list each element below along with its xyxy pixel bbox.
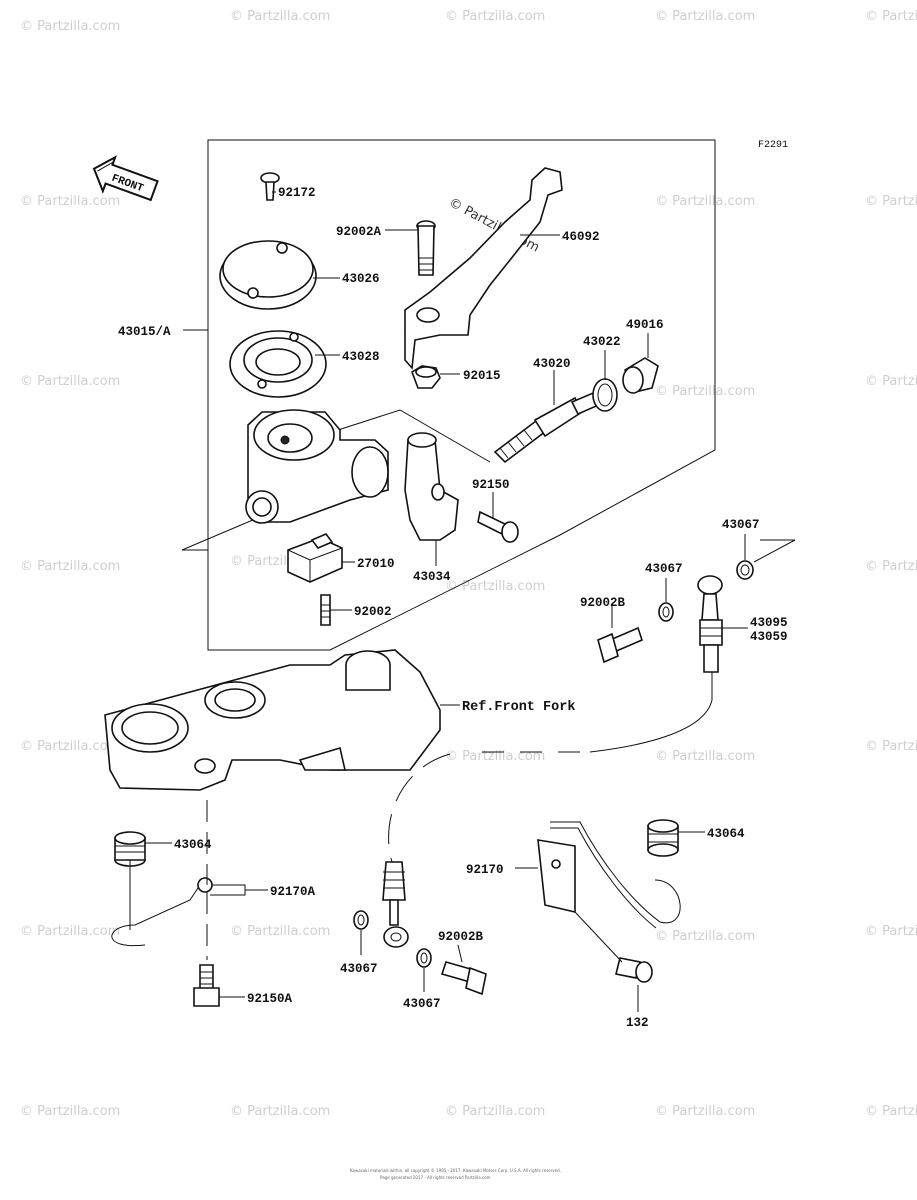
washer-43067: [416, 948, 432, 968]
pivot-bolt-92002A: [416, 220, 436, 276]
footer-copyright-2: Page generated 2017 - All rights reserve…: [380, 1175, 491, 1180]
part-label: 43067: [645, 562, 683, 576]
screw-92172: [260, 172, 280, 201]
part-label: 43067: [722, 518, 760, 532]
screw-92002: [320, 594, 331, 626]
bolt-92150A: [193, 964, 220, 1007]
bolt-132: [615, 957, 653, 983]
hose-bracket-92170: [537, 821, 681, 929]
watermark: © Partzilla.com: [655, 384, 755, 399]
watermark: © Partzilla.com: [865, 374, 917, 389]
part-label: 43095: [750, 616, 788, 630]
washer-43067: [658, 602, 674, 622]
banjo-bolt-92002B: [597, 626, 643, 664]
hose-clamp-92170A: [111, 877, 246, 947]
nut-92015: [411, 365, 441, 389]
watermark: © Partzilla.com: [20, 194, 120, 209]
part-label: 92015: [463, 369, 501, 383]
watermark: © Partzilla.com: [445, 579, 545, 594]
watermark-layer: © Partzilla.com © Partzilla.com © Partzi…: [20, 9, 917, 1119]
part-label: 43064: [174, 838, 212, 852]
part-label: 92170A: [270, 885, 316, 899]
part-label: 43026: [342, 272, 380, 286]
watermark: © Partzilla.com: [655, 929, 755, 944]
watermark: © Partzilla.com: [20, 739, 120, 754]
boot-49016: [622, 357, 659, 394]
reference-label: Ref.Front Fork: [462, 700, 575, 715]
grommet-43064: [114, 831, 146, 867]
watermark: © Partzilla.com: [20, 374, 120, 389]
watermark: © Partzilla.com: [20, 19, 120, 34]
clamp-43034: [404, 432, 459, 541]
watermark: © Partzilla.com: [445, 1104, 545, 1119]
part-label: 92002: [354, 605, 392, 619]
switch-27010: [287, 533, 343, 583]
master-cylinder-body: [245, 409, 389, 524]
part-label: 46092: [562, 230, 600, 244]
part-label: 43064: [707, 827, 745, 841]
part-label: 49016: [626, 318, 664, 332]
watermark: © Partzilla.com: [20, 1104, 120, 1119]
watermark: © Partzilla.com: [20, 924, 120, 939]
brake-hose-43059: [388, 575, 723, 863]
watermark: © Partzilla.com: [655, 1104, 755, 1119]
part-label: 43028: [342, 350, 380, 364]
reservoir-cap-43026: [219, 240, 317, 310]
part-label: 43022: [583, 335, 621, 349]
watermark: © Partzilla.com: [655, 749, 755, 764]
watermark: © Partzilla.com: [865, 739, 917, 754]
watermark: © Partzilla.com: [865, 9, 917, 24]
part-label: 92002B: [438, 930, 484, 944]
watermark: © Partzilla.com: [445, 749, 545, 764]
part-label: 132: [626, 1016, 649, 1030]
banjo-bolt-92002B: [440, 961, 487, 996]
part-label: 43020: [533, 357, 571, 371]
part-label: 92172: [278, 186, 316, 200]
part-label: 43067: [403, 997, 441, 1011]
watermark: © Partzilla.com: [655, 194, 755, 209]
circlip-43022: [592, 378, 618, 412]
part-label: 43059: [750, 630, 788, 644]
part-label: 92150A: [247, 992, 293, 1006]
watermark: © Partzilla.com: [865, 924, 917, 939]
part-label: 92002A: [336, 225, 382, 239]
watermark: © Partzilla.com: [230, 924, 330, 939]
part-label: 43067: [340, 962, 378, 976]
part-label: 27010: [357, 557, 395, 571]
part-labels: 92172 92002A 46092 43026 43015/A 43028 4…: [118, 186, 788, 1030]
footer-copyright: Kawasaki materials within, all copyright…: [350, 1168, 561, 1173]
grommet-43064: [647, 819, 679, 857]
washer-43067: [353, 910, 369, 930]
watermark: © Partzilla.com: [655, 9, 755, 24]
diaphragm-43028: [229, 330, 327, 398]
watermark: © Partzilla.com: [865, 1104, 917, 1119]
part-label: 43015/A: [118, 325, 171, 339]
watermark: © Partzilla.com: [20, 559, 120, 574]
washer-43067: [736, 560, 754, 580]
part-label: 43034: [413, 570, 451, 584]
part-label: 92002B: [580, 596, 626, 610]
watermark: © Partzilla.com: [230, 9, 330, 24]
watermark: © Partzilla.com: [865, 559, 917, 574]
figure-code: F2291: [758, 140, 788, 151]
fork-triple-clamp: [104, 649, 441, 791]
leader-lines: [129, 191, 796, 1012]
hose-lower-fitting: [382, 861, 409, 948]
part-label: 92170: [466, 863, 504, 877]
watermark: © Partzilla.com: [865, 194, 917, 209]
watermark: © Partzilla.com: [230, 1104, 330, 1119]
brake-lever-46092: [404, 167, 563, 370]
part-label: 92150: [472, 478, 510, 492]
watermark: © Partzilla.com: [445, 9, 545, 24]
bolt-92150: [477, 510, 519, 543]
